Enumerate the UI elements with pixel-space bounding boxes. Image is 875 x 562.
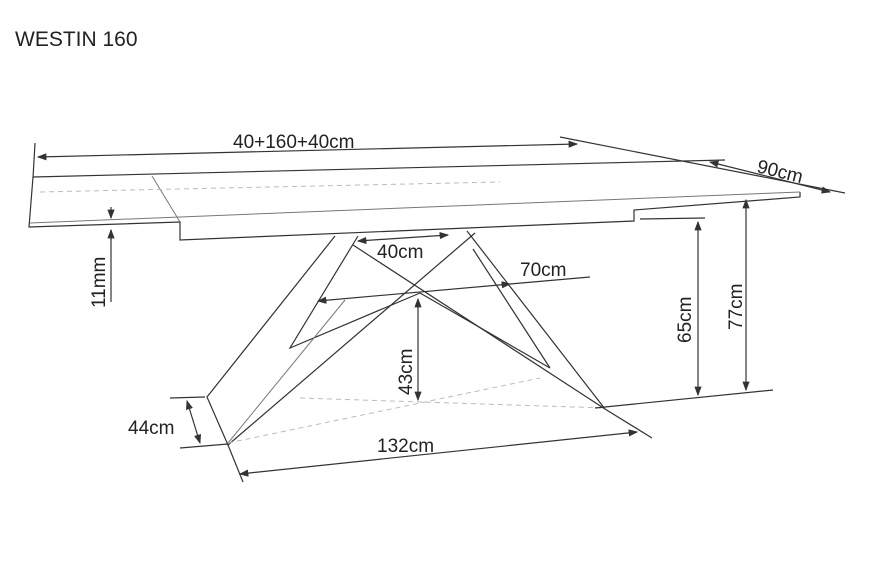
width-label: 90cm xyxy=(755,156,805,188)
dimension-lines xyxy=(32,140,832,483)
base-length-label: 132cm xyxy=(377,436,434,457)
total-height-label: 77cm xyxy=(726,284,747,330)
product-title: WESTIN 160 xyxy=(15,28,138,51)
extension-label: 40cm xyxy=(377,242,423,263)
tabletop xyxy=(28,136,846,241)
thickness-label: 11mm xyxy=(89,257,110,308)
clearance-label: 65cm xyxy=(675,297,696,343)
length-label: 40+160+40cm xyxy=(233,132,355,153)
foot-depth-label: 44cm xyxy=(128,418,174,439)
cross-height-label: 43cm xyxy=(396,349,417,395)
leg-span-label: 70cm xyxy=(520,260,566,281)
